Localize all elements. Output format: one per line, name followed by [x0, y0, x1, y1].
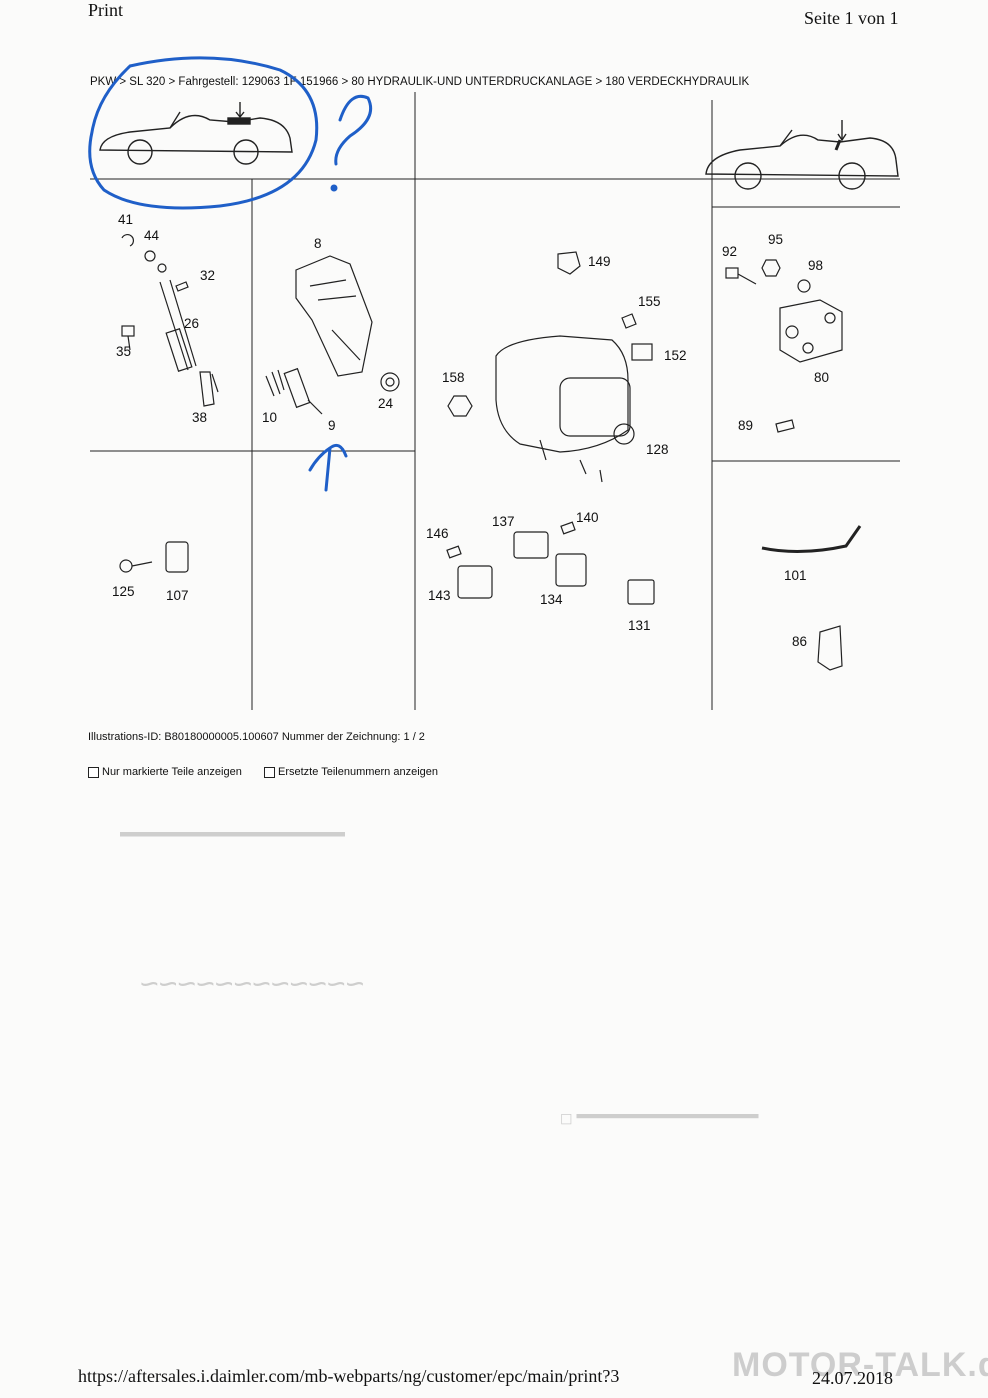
part-number: 95 — [768, 232, 783, 247]
blue-annotations — [88, 56, 373, 492]
car-illustration-left — [99, 102, 293, 165]
part-drawings — [119, 234, 862, 671]
part-number: 101 — [784, 568, 807, 583]
part-number: 35 — [116, 344, 131, 359]
bleed-through-form: ☐ ▬▬▬▬▬▬▬▬▬▬▬▬▬ — [560, 1111, 759, 1127]
part-number: 137 — [492, 514, 515, 529]
part-number: 140 — [576, 510, 599, 525]
breadcrumb[interactable]: PKW > SL 320 > Fahrgestell: 129063 1F 15… — [90, 76, 750, 88]
part-number: 149 — [588, 254, 611, 269]
diagram-grid — [90, 92, 900, 710]
footer-url: https://aftersales.i.daimler.com/mb-webp… — [78, 1366, 620, 1386]
print-label: Print — [88, 0, 124, 20]
bleed-through-text: ▬▬▬▬▬▬▬▬▬▬▬▬▬▬▬ — [120, 828, 345, 845]
part-number: 131 — [628, 618, 651, 633]
part-number: 32 — [200, 268, 215, 283]
part-number: 107 — [166, 588, 189, 603]
only-marked-label: Nur markierte Teile anzeigen — [102, 766, 242, 778]
part-number: 128 — [646, 442, 669, 457]
part-number: 125 — [112, 584, 135, 599]
part-number: 143 — [428, 588, 451, 603]
part-number-labels: 41 44 32 26 35 38 8 10 9 24 149 155 152 … — [112, 212, 829, 649]
part-number: 9 — [328, 418, 336, 433]
page-counter: Seite 1 von 1 — [804, 8, 899, 28]
parts-diagram: 41 44 32 26 35 38 8 10 9 24 149 155 152 … — [88, 56, 900, 710]
car-illustration-right — [705, 120, 899, 190]
part-number: 152 — [664, 348, 687, 363]
replaced-numbers-checkbox[interactable] — [264, 766, 275, 778]
part-number: 26 — [184, 316, 199, 331]
part-number: 89 — [738, 418, 753, 433]
watermark-logo: MOTOR-TALK.de — [732, 1346, 988, 1384]
only-marked-option[interactable]: Nur markierte Teile anzeigen — [88, 766, 242, 778]
illustration-id: Illustrations-ID: B80180000005.100607 Nu… — [88, 731, 425, 743]
replaced-numbers-option[interactable]: Ersetzte Teilenummern anzeigen — [264, 766, 438, 778]
arrow-annotation — [308, 443, 348, 492]
footer-date: 24.07.2018 — [812, 1368, 893, 1388]
replaced-numbers-label: Ersetzte Teilenummern anzeigen — [278, 766, 438, 778]
part-number: 134 — [540, 592, 563, 607]
part-number: 86 — [792, 634, 807, 649]
part-number: 158 — [442, 370, 465, 385]
part-number: 10 — [262, 410, 277, 425]
circle-annotation — [88, 56, 319, 210]
part-number: 98 — [808, 258, 823, 273]
only-marked-checkbox[interactable] — [88, 766, 99, 778]
question-mark-annotation — [334, 94, 373, 166]
part-number: 155 — [638, 294, 661, 309]
part-number: 38 — [192, 410, 207, 425]
part-number: 44 — [144, 228, 160, 243]
part-number: 41 — [118, 212, 133, 227]
part-number: 8 — [314, 236, 322, 251]
bleed-through-handwriting: ~~~~~~~~~~~~ — [140, 966, 365, 1002]
part-number: 92 — [722, 244, 737, 259]
part-number: 24 — [378, 396, 394, 411]
part-number: 146 — [426, 526, 449, 541]
part-number: 80 — [814, 370, 829, 385]
